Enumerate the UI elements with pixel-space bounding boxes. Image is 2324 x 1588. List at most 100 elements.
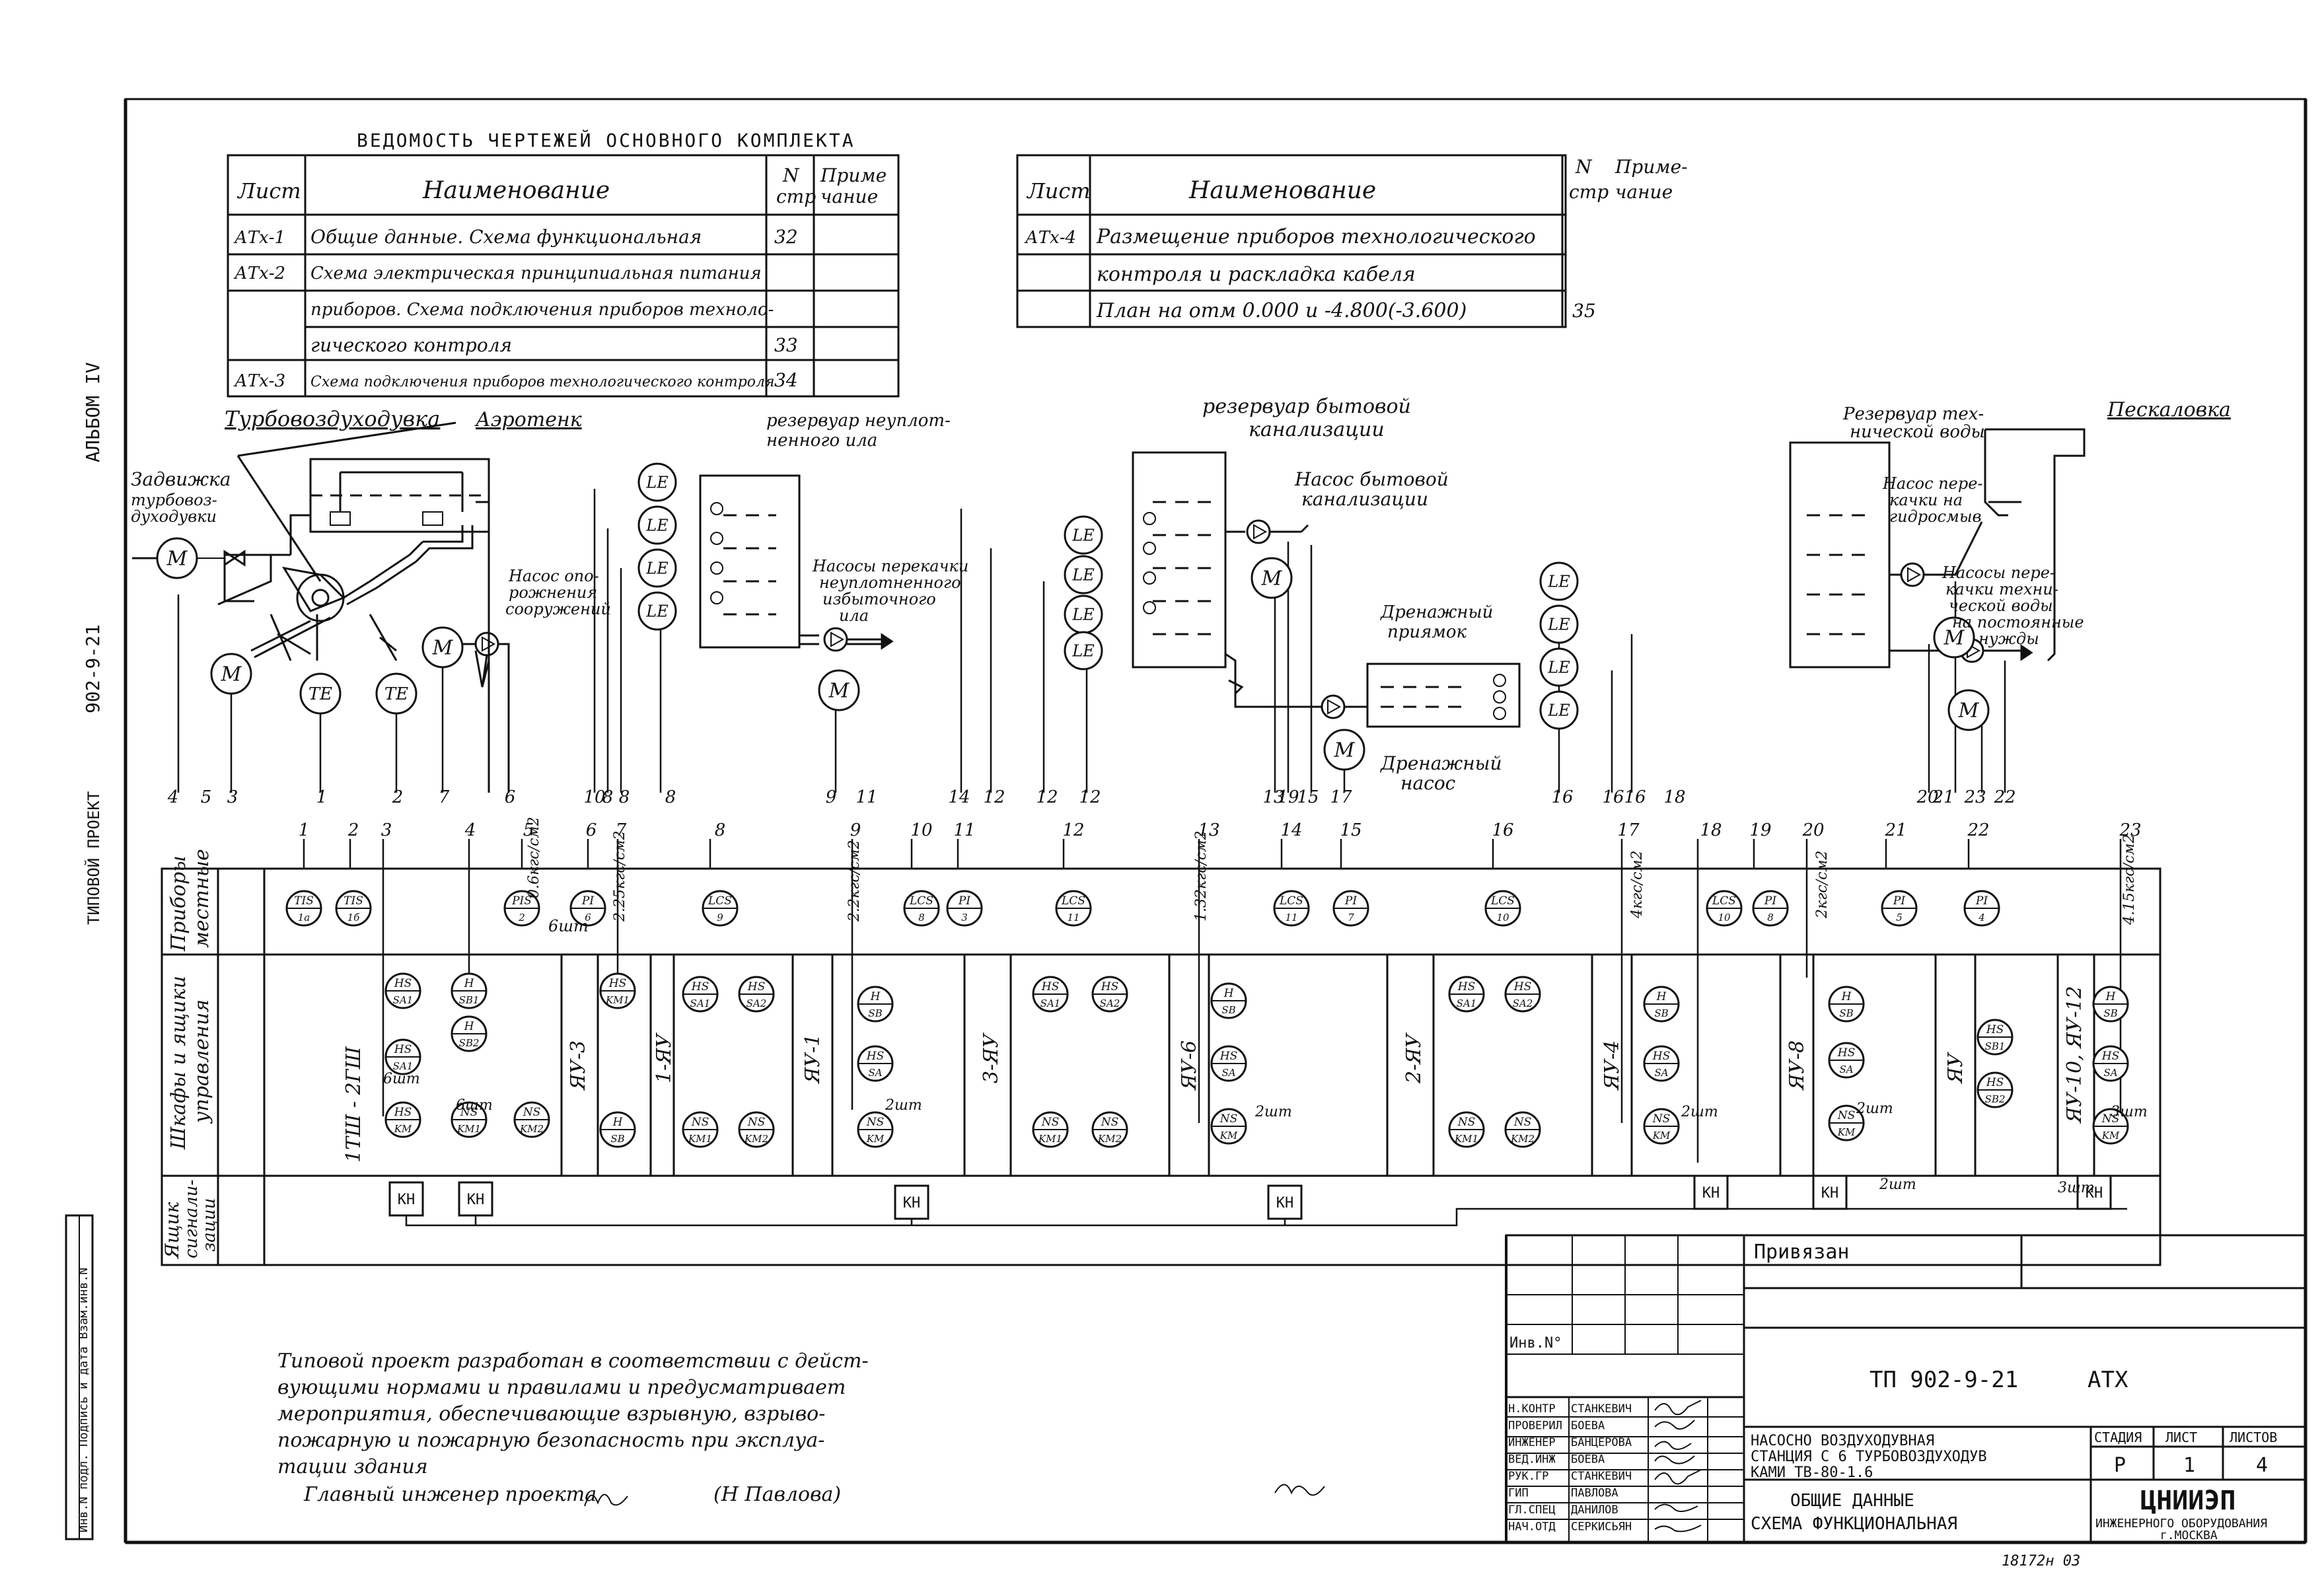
wire-number: 17 [1617,820,1640,840]
reg2-row0-name: Размещение приборов технологического [1096,225,1536,248]
svg-text:NS: NS [460,1106,478,1119]
qty-6pcs-a: 6шт [548,917,589,935]
stamp-sheet-h: ЛИСТ [2165,1429,2197,1445]
note-line-1: Типовой проект разработан в соответствии… [277,1350,869,1373]
reg2-h-note-a: Приме- [1615,156,1688,178]
svg-text:SA: SA [1654,1067,1668,1079]
svg-text:HS: HS [1457,980,1475,993]
svg-text:M: M [1943,627,1965,650]
tank-technical-water [1789,441,1891,668]
label-drain-pump-b: насос [1400,772,1456,794]
control-element-30-icon: HSB [1828,986,1865,1023]
aerotank [309,458,490,533]
stamp-sheets: 4 [2256,1454,2268,1477]
stamp-mark: АТХ [2088,1367,2128,1393]
note-line-5: тации здания [277,1455,428,1478]
control-element-27-icon: HSB [1643,986,1680,1023]
wire-number: 16 [1551,787,1573,807]
svg-text:KM1: KM1 [688,1133,712,1145]
svg-text:NS: NS [1457,1116,1476,1129]
svg-text:M: M [1958,700,1980,723]
reg-row3-page: 33 [774,334,798,356]
svg-text:KM2: KM2 [744,1133,768,1145]
wire-number: 1 [316,787,328,807]
svg-text:M: M [166,548,188,571]
reg-row1-sheet: АТх-2 [233,264,285,283]
wire-number: 19 [1749,820,1771,840]
cab-label-7: ЯУ-4 [1601,1040,1624,1091]
reg2-h-n: N [1575,156,1593,178]
svg-text:NS: NS [1513,1116,1532,1129]
stamp-name-0: СТАНКЕВИЧ [1571,1402,1632,1416]
label-tank1-b: ненного ила [766,431,877,451]
wire-number: 11 [855,787,877,807]
wire-number: 15 [1297,787,1319,807]
wire-number: 18 [1700,820,1722,840]
wire-number: 8 [602,787,614,807]
sand-trap [1984,428,2086,662]
label-tank2-a: резервуар бытовой [1202,395,1411,418]
reg2-h-str: стр [1569,181,1609,203]
svg-text:LCS: LCS [909,894,933,908]
svg-text:PI: PI [581,894,594,908]
label-pump2-a: Насос бытовой [1294,468,1449,490]
cab-label-10: ЯУ-10, ЯУ-12 [2063,986,2086,1124]
svg-text:LE: LE [645,559,669,577]
temp-sensor-1-icon: TE [375,672,418,715]
wire-number: 4 [167,787,179,807]
svg-text:H: H [612,1116,624,1129]
signatures [1274,1400,1702,1533]
svg-text:PI: PI [1893,894,1905,908]
wire-number: 11 [953,820,975,840]
svg-text:KM: KM [2101,1130,2120,1141]
row-label-cab-a: Шкафы и ящики [167,976,190,1150]
row-label-cab-b: управления [190,999,213,1124]
svg-text:11: 11 [1067,912,1079,923]
svg-text:SA2: SA2 [1100,997,1120,1009]
pressure-6: 4.15кгс/см2 [2121,834,2138,925]
svg-text:PIS: PIS [511,894,532,908]
wire-number: 14 [1280,820,1302,840]
reg2-row2-name: План на отм 0.000 и -4.800(-3.600) [1096,299,1467,322]
motor-7-icon: M [1933,616,1975,659]
svg-text:LE: LE [1547,615,1570,633]
label-pumps1-d: ила [839,606,869,625]
wire-number: 12 [1062,820,1084,840]
local-instrument-12-icon: PI8 [1752,890,1789,927]
svg-text:M: M [221,663,242,686]
label-tank3-b: нической воды [1850,422,1985,442]
level-element-11-icon: LE [1539,690,1579,730]
level-element-2-icon: LE [637,548,677,588]
svg-text:LE: LE [645,516,669,534]
svg-text:H: H [464,1020,475,1033]
cab-label-8: ЯУ-8 [1786,1040,1809,1091]
stamp-title-2: СХЕМА ФУНКЦИОНАЛЬНАЯ [1751,1514,1957,1534]
svg-text:HS: HS [1986,1076,2004,1089]
cab-label-9: ЯУ [1944,1052,1967,1085]
wire-number: 15 [1340,820,1362,840]
label-sand: Пескаловка [2107,398,2231,421]
cab-label-0: 1ТШ - 2ГШ [342,1046,365,1163]
svg-text:LE: LE [1071,605,1095,624]
svg-text:LCS: LCS [1279,894,1303,908]
svg-text:NS: NS [1652,1112,1671,1126]
local-instrument-13-icon: PI5 [1881,890,1918,927]
local-instrument-6-icon: PI3 [946,890,983,927]
wire-number: 4 [464,820,476,840]
svg-text:M: M [828,680,850,703]
wire-number: 5 [523,820,534,840]
svg-text:KM2: KM2 [1097,1133,1122,1145]
wire-number: 2 [392,787,404,807]
note-line-3: мероприятия, обеспечивающие взрывную, вз… [277,1402,825,1426]
label-pumps4-d: на постоянные [1952,613,2084,632]
signal-box-6: КН [2076,1174,2112,1210]
